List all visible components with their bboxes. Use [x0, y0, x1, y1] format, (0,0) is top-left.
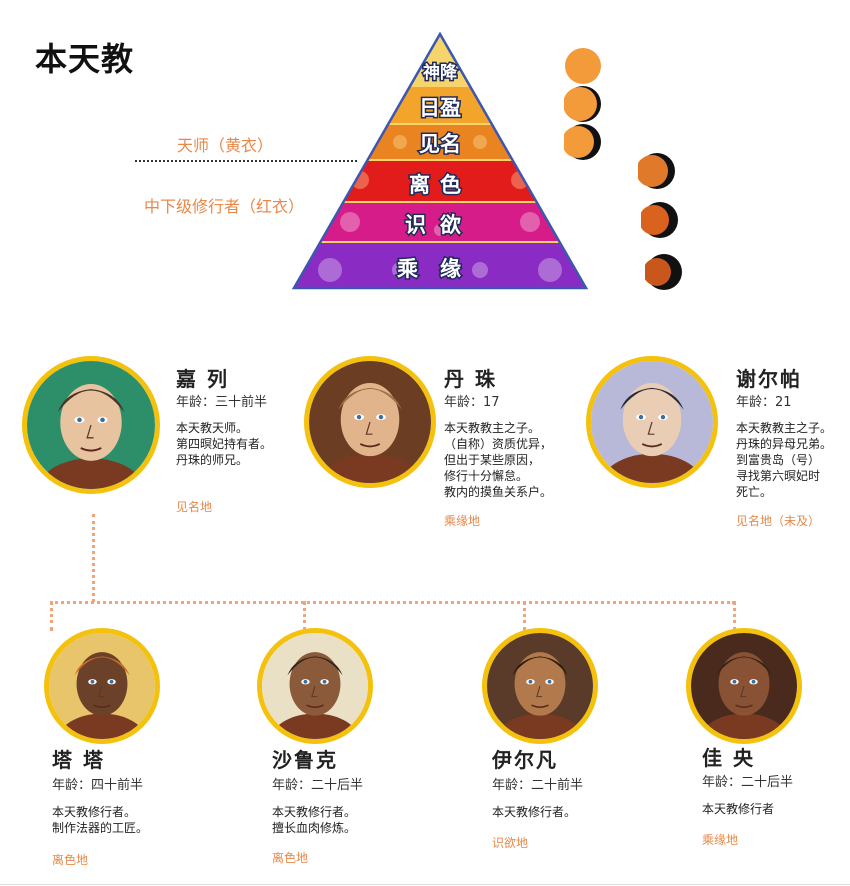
person-age: 年龄：17	[444, 395, 500, 410]
description-line: 死亡。	[736, 485, 773, 499]
moon-phase-icon	[564, 86, 601, 122]
person-description: 本天教修行者。	[492, 804, 576, 820]
person-name: 伊尔凡	[492, 748, 558, 772]
person-location: 识欲地	[492, 836, 529, 850]
person-description: 本天教教主之子。 （自称）资质优异， 但出于某些原因， 修行十分懈怠。教内的摸鱼关系户…	[444, 420, 552, 500]
page-title: 本天教	[35, 40, 135, 78]
description-line: 制作法器的工匠。	[52, 821, 149, 835]
rank-pyramid: 神降 日盈 见名 离色 识欲 乘缘	[291, 31, 589, 290]
tier-label-2: 日盈	[419, 96, 461, 120]
connector-horizontal	[50, 601, 735, 604]
tier-label-6: 乘缘	[396, 257, 483, 281]
description-line: 寻找第六暝妃时	[736, 469, 821, 483]
moon-phase-icon	[564, 124, 601, 160]
person-description: 本天教修行者。制作法器的工匠。	[52, 804, 148, 836]
person-age: 年龄：二十后半	[702, 775, 794, 790]
description-line: 本天教修行者。	[272, 805, 357, 819]
tier-label-5: 识欲	[405, 213, 475, 237]
person-name: 谢尔帕	[736, 367, 802, 391]
person-description: 本天教修行者	[702, 801, 774, 817]
person-age: 年龄：21	[736, 395, 792, 410]
portrait-illustration	[27, 361, 155, 489]
portrait-illustration	[309, 361, 431, 483]
description-line: （自称）资质优异，	[444, 437, 553, 451]
person-name: 沙鲁克	[272, 748, 338, 772]
connector-drop	[303, 601, 306, 631]
person-location: 见名地（未及）	[736, 514, 821, 528]
person-location: 离色地	[272, 851, 309, 865]
tier-label-4: 离色	[409, 173, 471, 197]
person-age: 年龄：四十前半	[52, 778, 144, 793]
person-description: 本天教修行者。擅长血肉修炼。	[272, 804, 356, 836]
description-line: 丹珠的异母兄弟。	[736, 437, 833, 451]
person-age: 年龄：二十后半	[272, 778, 364, 793]
description-line: 丹珠的师兄。	[176, 453, 249, 467]
description-line: 本天教修行者。	[52, 805, 137, 819]
description-line: 但出于某些原因，	[444, 453, 541, 467]
avatar	[22, 356, 160, 494]
bottom-rule	[0, 884, 850, 885]
moon-phase-icon	[565, 48, 601, 84]
moon-phase-icon	[645, 254, 682, 290]
connector-drop	[50, 601, 53, 631]
description-line: 本天教修行者。	[492, 805, 577, 819]
portrait-illustration	[49, 633, 155, 739]
avatar	[44, 628, 160, 744]
moon-phase-icon	[641, 202, 678, 238]
person-description: 本天教教主之子。丹珠的异母兄弟。到富贵岛（号） 寻找第六暝妃时死亡。	[736, 420, 832, 500]
description-line: 本天教天师。	[176, 421, 249, 435]
description-line: 本天教教主之子。	[444, 421, 541, 435]
avatar	[304, 356, 436, 488]
person-name: 丹 珠	[444, 367, 497, 391]
person-name: 佳 央	[702, 746, 755, 770]
portrait-illustration	[262, 633, 368, 739]
person-age: 年龄：二十前半	[492, 778, 584, 793]
person-name: 嘉 列	[176, 367, 229, 391]
portrait-illustration	[591, 361, 713, 483]
tier-band-5	[294, 202, 586, 242]
person-location: 乘缘地	[444, 514, 481, 528]
person-location: 乘缘地	[702, 833, 739, 847]
rank-label-upper: 天师（黄衣）	[177, 136, 274, 155]
tier-label-1: 神降	[423, 62, 458, 83]
avatar	[482, 628, 598, 744]
description-line: 修行十分懈怠。	[444, 469, 529, 483]
connector-drop	[523, 601, 526, 631]
portrait-illustration	[691, 633, 797, 739]
person-age: 年龄：三十前半	[176, 395, 268, 410]
description-line: 第四暝妃持有者。	[176, 437, 273, 451]
description-line: 教内的摸鱼关系户。	[444, 485, 553, 499]
person-name: 塔 塔	[52, 748, 105, 772]
description-line: 本天教修行者	[702, 802, 775, 816]
avatar	[257, 628, 373, 744]
avatar	[686, 628, 802, 744]
person-description: 本天教天师。第四暝妃持有者。丹珠的师兄。	[176, 420, 272, 468]
tier-label-3: 见名	[419, 132, 461, 156]
moon-phase-icon	[638, 153, 675, 189]
person-location: 见名地	[176, 500, 213, 514]
connector-drop	[733, 601, 736, 631]
rank-label-lower: 中下级修行者（红衣）	[144, 197, 305, 216]
person-location: 离色地	[52, 853, 89, 867]
connector-vertical	[92, 514, 95, 602]
portrait-illustration	[487, 633, 593, 739]
rank-divider	[135, 160, 357, 162]
tier-band-6	[294, 242, 586, 288]
avatar	[586, 356, 718, 488]
description-line: 到富贵岛（号）	[736, 453, 821, 467]
description-line: 本天教教主之子。	[736, 421, 833, 435]
description-line: 擅长血肉修炼。	[272, 821, 357, 835]
